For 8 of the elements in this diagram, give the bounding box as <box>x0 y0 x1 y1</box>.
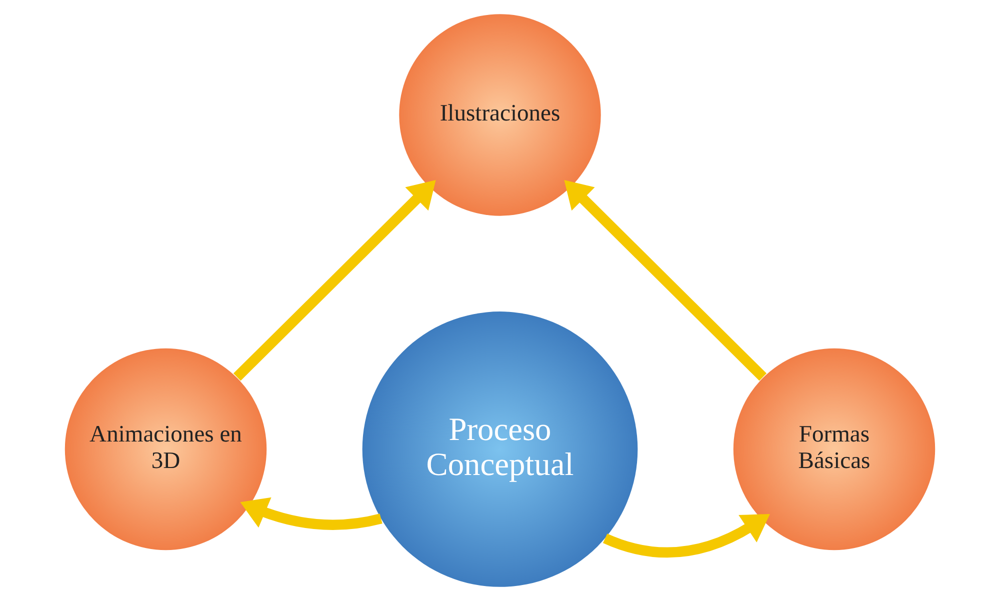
node-circle: Formas Básicas <box>732 348 935 550</box>
node-circle: Animaciones en 3D <box>64 348 266 550</box>
node-circle: Ilustraciones <box>398 14 600 216</box>
arrow <box>240 497 382 530</box>
arrow <box>564 180 766 381</box>
arrow <box>232 180 436 381</box>
node-circle: Proceso Conceptual <box>362 312 638 587</box>
arrow <box>602 514 770 558</box>
